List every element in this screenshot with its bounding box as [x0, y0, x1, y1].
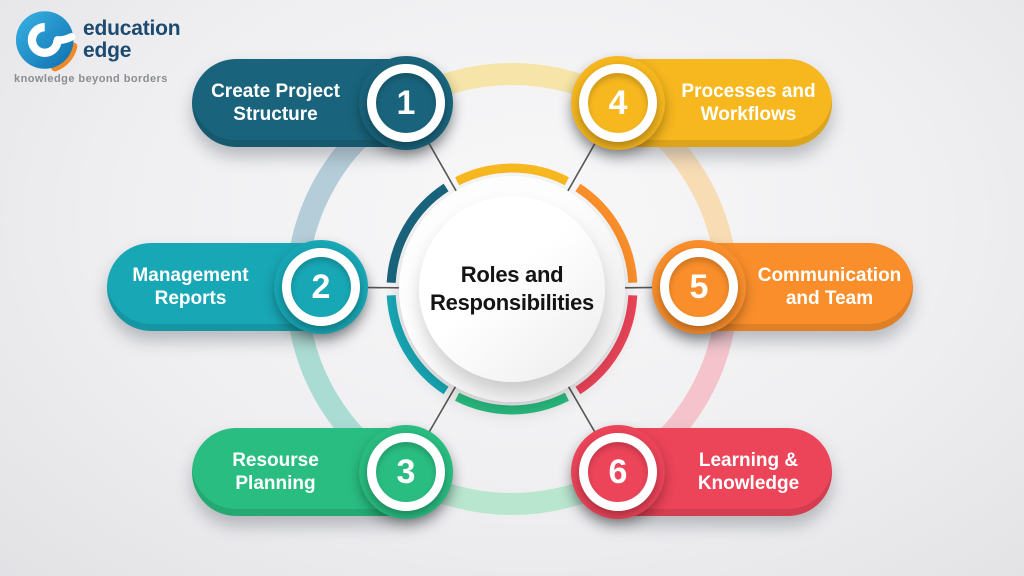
pill-label: Resourse Planning — [232, 450, 319, 494]
center-ring-arc-top — [455, 163, 569, 186]
education-edge-logo-icon — [15, 11, 78, 72]
step-number: 1 — [396, 84, 416, 122]
pill-label: Processes and Workflows — [681, 81, 816, 125]
diagram-title-line1: Roles and — [460, 262, 564, 287]
step-number: 4 — [608, 84, 628, 122]
number-badge-inner: 6 — [579, 433, 657, 511]
center-ring-arc-upper-left — [386, 183, 449, 283]
number-badge-inner: 1 — [367, 64, 445, 142]
number-badge-3: 3 — [359, 425, 453, 519]
number-badge-inner: 5 — [660, 248, 738, 326]
step-number: 5 — [689, 268, 709, 306]
number-badge-6: 6 — [571, 425, 665, 519]
pill-management-reports: Management Reports 2 — [107, 240, 368, 334]
logo-e-swirl — [27, 23, 62, 57]
pill-label: Management Reports — [132, 265, 249, 309]
logo-orange-swoosh — [51, 42, 78, 72]
logo-wordmark: education edge — [83, 17, 181, 62]
number-badge-2: 2 — [274, 240, 368, 334]
logo-name-line2: edge — [83, 39, 132, 62]
pill-label: Communication and Team — [757, 265, 902, 309]
step-number: 3 — [396, 453, 416, 491]
center-ring-arc-lower-left — [386, 295, 449, 395]
pill-learning-and-knowledge: 6 Learning & Knowledge — [571, 425, 832, 519]
pill-resourse-planning: Resourse Planning 3 — [192, 425, 453, 519]
logo-row: education edge — [14, 8, 204, 72]
pill-processes-and-workflows: 4 Processes and Workflows — [571, 56, 832, 150]
pill-label: Learning & Knowledge — [697, 450, 800, 494]
number-badge-inner: 2 — [282, 248, 360, 326]
logo-name-line1: education — [83, 17, 181, 40]
step-number: 2 — [311, 268, 331, 306]
center-title-circle: Roles and Responsibilities — [419, 196, 605, 382]
logo-blue-circle — [15, 11, 74, 69]
education-edge-logo: education edge knowledge beyond borders — [14, 8, 204, 85]
logo-e-opening — [53, 32, 76, 44]
number-badge-5: 5 — [652, 240, 746, 334]
number-badge-1: 1 — [359, 56, 453, 150]
center-ring-arc-upper-right — [575, 183, 638, 283]
pill-create-project-structure: Create Project Structure 1 — [192, 56, 453, 150]
center-circle: Roles and Responsibilities — [399, 176, 625, 402]
number-badge-inner: 3 — [367, 433, 445, 511]
number-badge-4: 4 — [571, 56, 665, 150]
number-badge-inner: 4 — [579, 64, 657, 142]
step-number: 6 — [608, 453, 628, 491]
pill-label: Create Project Structure — [211, 81, 340, 125]
diagram-title: Roles and Responsibilities — [430, 261, 594, 317]
pill-communication-and-team: 5 Communication and Team — [652, 240, 913, 334]
logo-tagline: knowledge beyond borders — [14, 73, 168, 85]
center-ring-arc-lower-right — [575, 295, 638, 395]
center-ring-arc-bottom — [455, 392, 569, 415]
diagram-title-line2: Responsibilities — [430, 290, 594, 315]
